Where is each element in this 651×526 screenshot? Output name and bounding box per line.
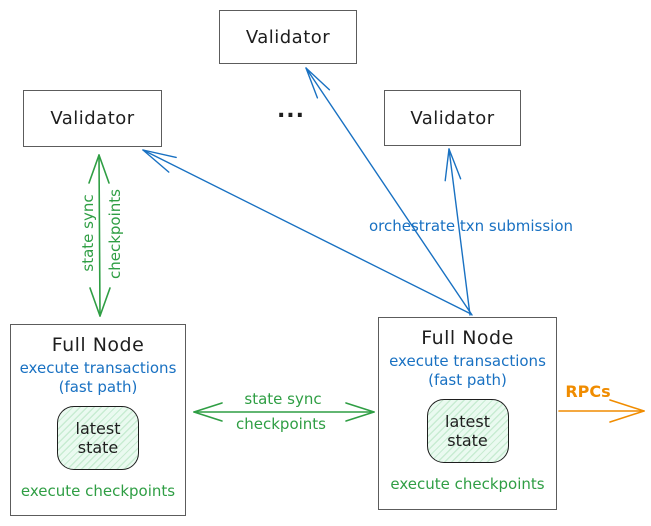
latest-state-line1: latest: [445, 412, 490, 431]
txn-submission-arrow-right: [444, 148, 471, 316]
full-node-box-right: Full Node execute transactions (fast pat…: [378, 317, 557, 510]
full-node-right-execute-transactions: execute transactions (fast path): [389, 352, 546, 390]
fast-path-line: (fast path): [428, 371, 507, 389]
execute-transactions-line: execute transactions: [389, 352, 546, 370]
validator-left-label: Validator: [50, 108, 135, 129]
state-sync-horizontal-arrow: [193, 402, 375, 422]
validator-top-label: Validator: [245, 26, 331, 48]
state-sync-vertical-arrow: [88, 154, 111, 317]
full-node-right-execute-checkpoints: execute checkpoints: [390, 475, 545, 493]
vertical-arrow-label-state-sync: state sync: [79, 194, 97, 272]
horizontal-arrow-label-checkpoints: checkpoints: [236, 415, 326, 433]
validator-box-right: Validator: [384, 90, 521, 146]
fast-path-line: (fast path): [58, 378, 138, 396]
full-node-left-execute-checkpoints: execute checkpoints: [20, 482, 176, 500]
validator-box-top: Validator: [219, 10, 357, 64]
rpcs-arrow: [558, 399, 645, 423]
validator-right-label: Validator: [410, 107, 495, 129]
horizontal-arrow-label-state-sync: state sync: [244, 390, 322, 408]
txn-submission-arrow-left: [142, 149, 472, 315]
latest-state-line2: state: [77, 438, 119, 457]
latest-state-line1: latest: [75, 419, 121, 438]
execute-transactions-line: execute transactions: [19, 359, 177, 377]
validator-box-left: Validator: [23, 90, 162, 147]
full-node-box-left: Full Node execute transactions (fast pat…: [10, 324, 186, 516]
vertical-arrow-label-checkpoints: checkpoints: [106, 189, 124, 279]
latest-state-box-right: latest state: [426, 399, 509, 463]
orchestrate-txn-submission-label: orchestrate txn submission: [368, 217, 574, 235]
ellipsis-more-validators: ...: [276, 98, 306, 123]
latest-state-box-left: latest state: [57, 406, 139, 470]
txn-submission-arrow-top: [305, 67, 473, 316]
full-node-left-execute-transactions: execute transactions (fast path): [20, 359, 177, 397]
rpcs-label: RPCs: [565, 382, 611, 401]
full-node-right-title: Full Node: [421, 327, 514, 349]
latest-state-line2: state: [447, 431, 488, 450]
full-node-left-title: Full Node: [51, 334, 145, 356]
